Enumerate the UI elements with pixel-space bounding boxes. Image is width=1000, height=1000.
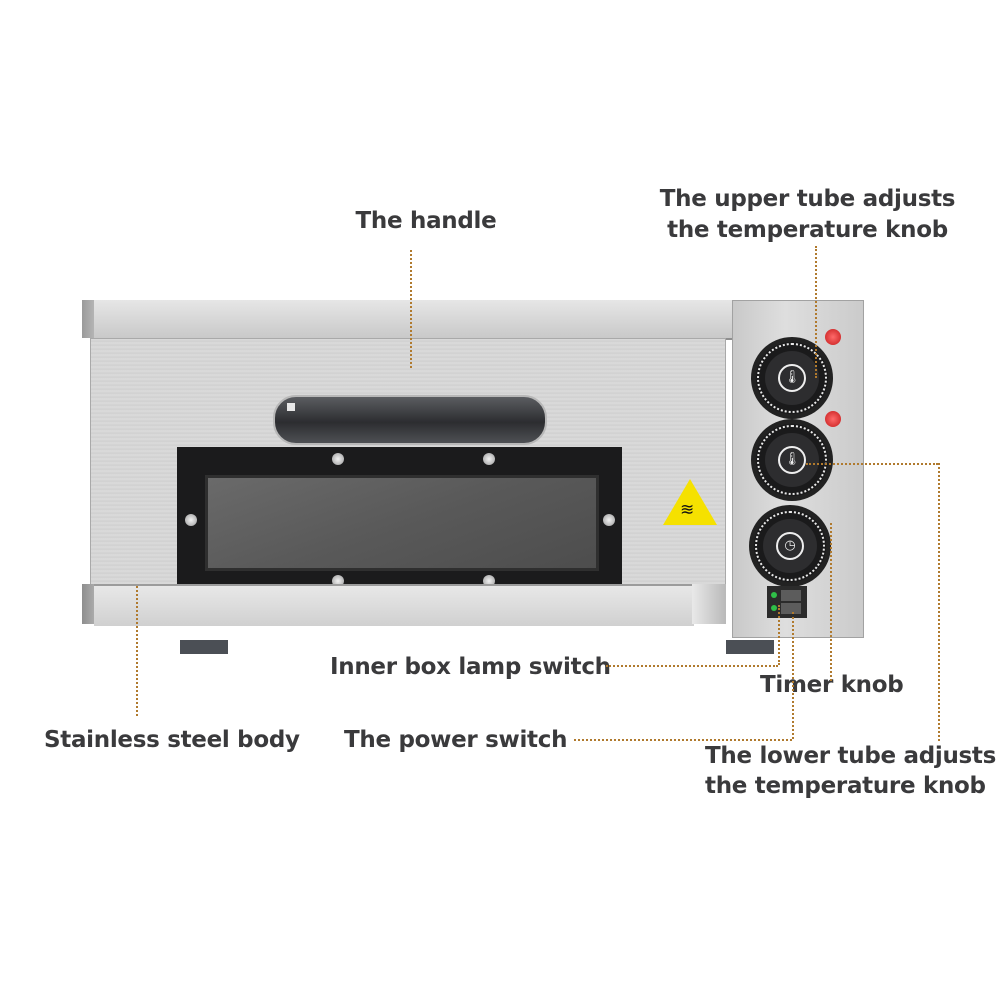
leader-power-switch-v xyxy=(792,612,794,739)
leader-power-switch-h xyxy=(574,739,792,741)
leader-handle xyxy=(410,250,412,368)
door-handle xyxy=(273,395,547,445)
thermometer-icon: 🌡 xyxy=(778,364,806,392)
hot-surface-warning-icon xyxy=(663,479,717,525)
label-upper-knob-line2: the temperature knob xyxy=(667,217,948,243)
oven-door: ≋ xyxy=(90,338,726,595)
pizza-oven: ≋ 🌡 🌡 ◷ xyxy=(82,298,864,654)
screw-icon xyxy=(332,453,344,465)
oven-base xyxy=(94,584,694,626)
lower-temperature-knob[interactable]: 🌡 xyxy=(751,419,833,501)
timer-knob[interactable]: ◷ xyxy=(749,505,831,587)
viewing-window-frame xyxy=(177,447,622,595)
label-body: Stainless steel body xyxy=(44,727,300,753)
label-handle: The handle xyxy=(355,208,497,234)
upper-indicator-lamp xyxy=(825,329,841,345)
leader-upper-knob xyxy=(815,246,817,378)
label-lamp-switch: Inner box lamp switch xyxy=(330,654,611,680)
screw-icon xyxy=(603,514,615,526)
leader-lower-knob-h xyxy=(806,463,938,465)
heat-waves-icon: ≋ xyxy=(680,500,695,520)
viewing-window-glass xyxy=(205,475,599,571)
label-lower-knob-line1: The lower tube adjusts xyxy=(705,743,997,769)
left-foot xyxy=(180,640,228,654)
label-power-switch: The power switch xyxy=(344,727,568,753)
top-rail xyxy=(94,300,734,340)
right-foot xyxy=(726,640,774,654)
power-switch-led xyxy=(771,605,777,611)
leader-timer-knob xyxy=(830,523,832,681)
label-lower-knob-line2: the temperature knob xyxy=(705,773,986,799)
screw-icon xyxy=(483,453,495,465)
label-upper-knob-line1: The upper tube adjusts xyxy=(659,186,956,212)
power-switch[interactable] xyxy=(781,603,801,614)
switch-block xyxy=(767,586,807,618)
leader-lamp-switch-v xyxy=(778,605,780,665)
lamp-switch-led xyxy=(771,592,777,598)
thermometer-icon: 🌡 xyxy=(778,446,806,474)
leader-body xyxy=(136,586,138,716)
leader-lamp-switch-h xyxy=(606,665,778,667)
control-panel: 🌡 🌡 ◷ xyxy=(732,300,864,638)
screw-icon xyxy=(185,514,197,526)
leader-lower-knob-v xyxy=(938,463,940,741)
inner-box-lamp-switch[interactable] xyxy=(781,590,801,601)
base-right-cap xyxy=(692,584,726,624)
clock-icon: ◷ xyxy=(776,532,804,560)
upper-temperature-knob[interactable]: 🌡 xyxy=(751,337,833,419)
lower-indicator-lamp xyxy=(825,411,841,427)
